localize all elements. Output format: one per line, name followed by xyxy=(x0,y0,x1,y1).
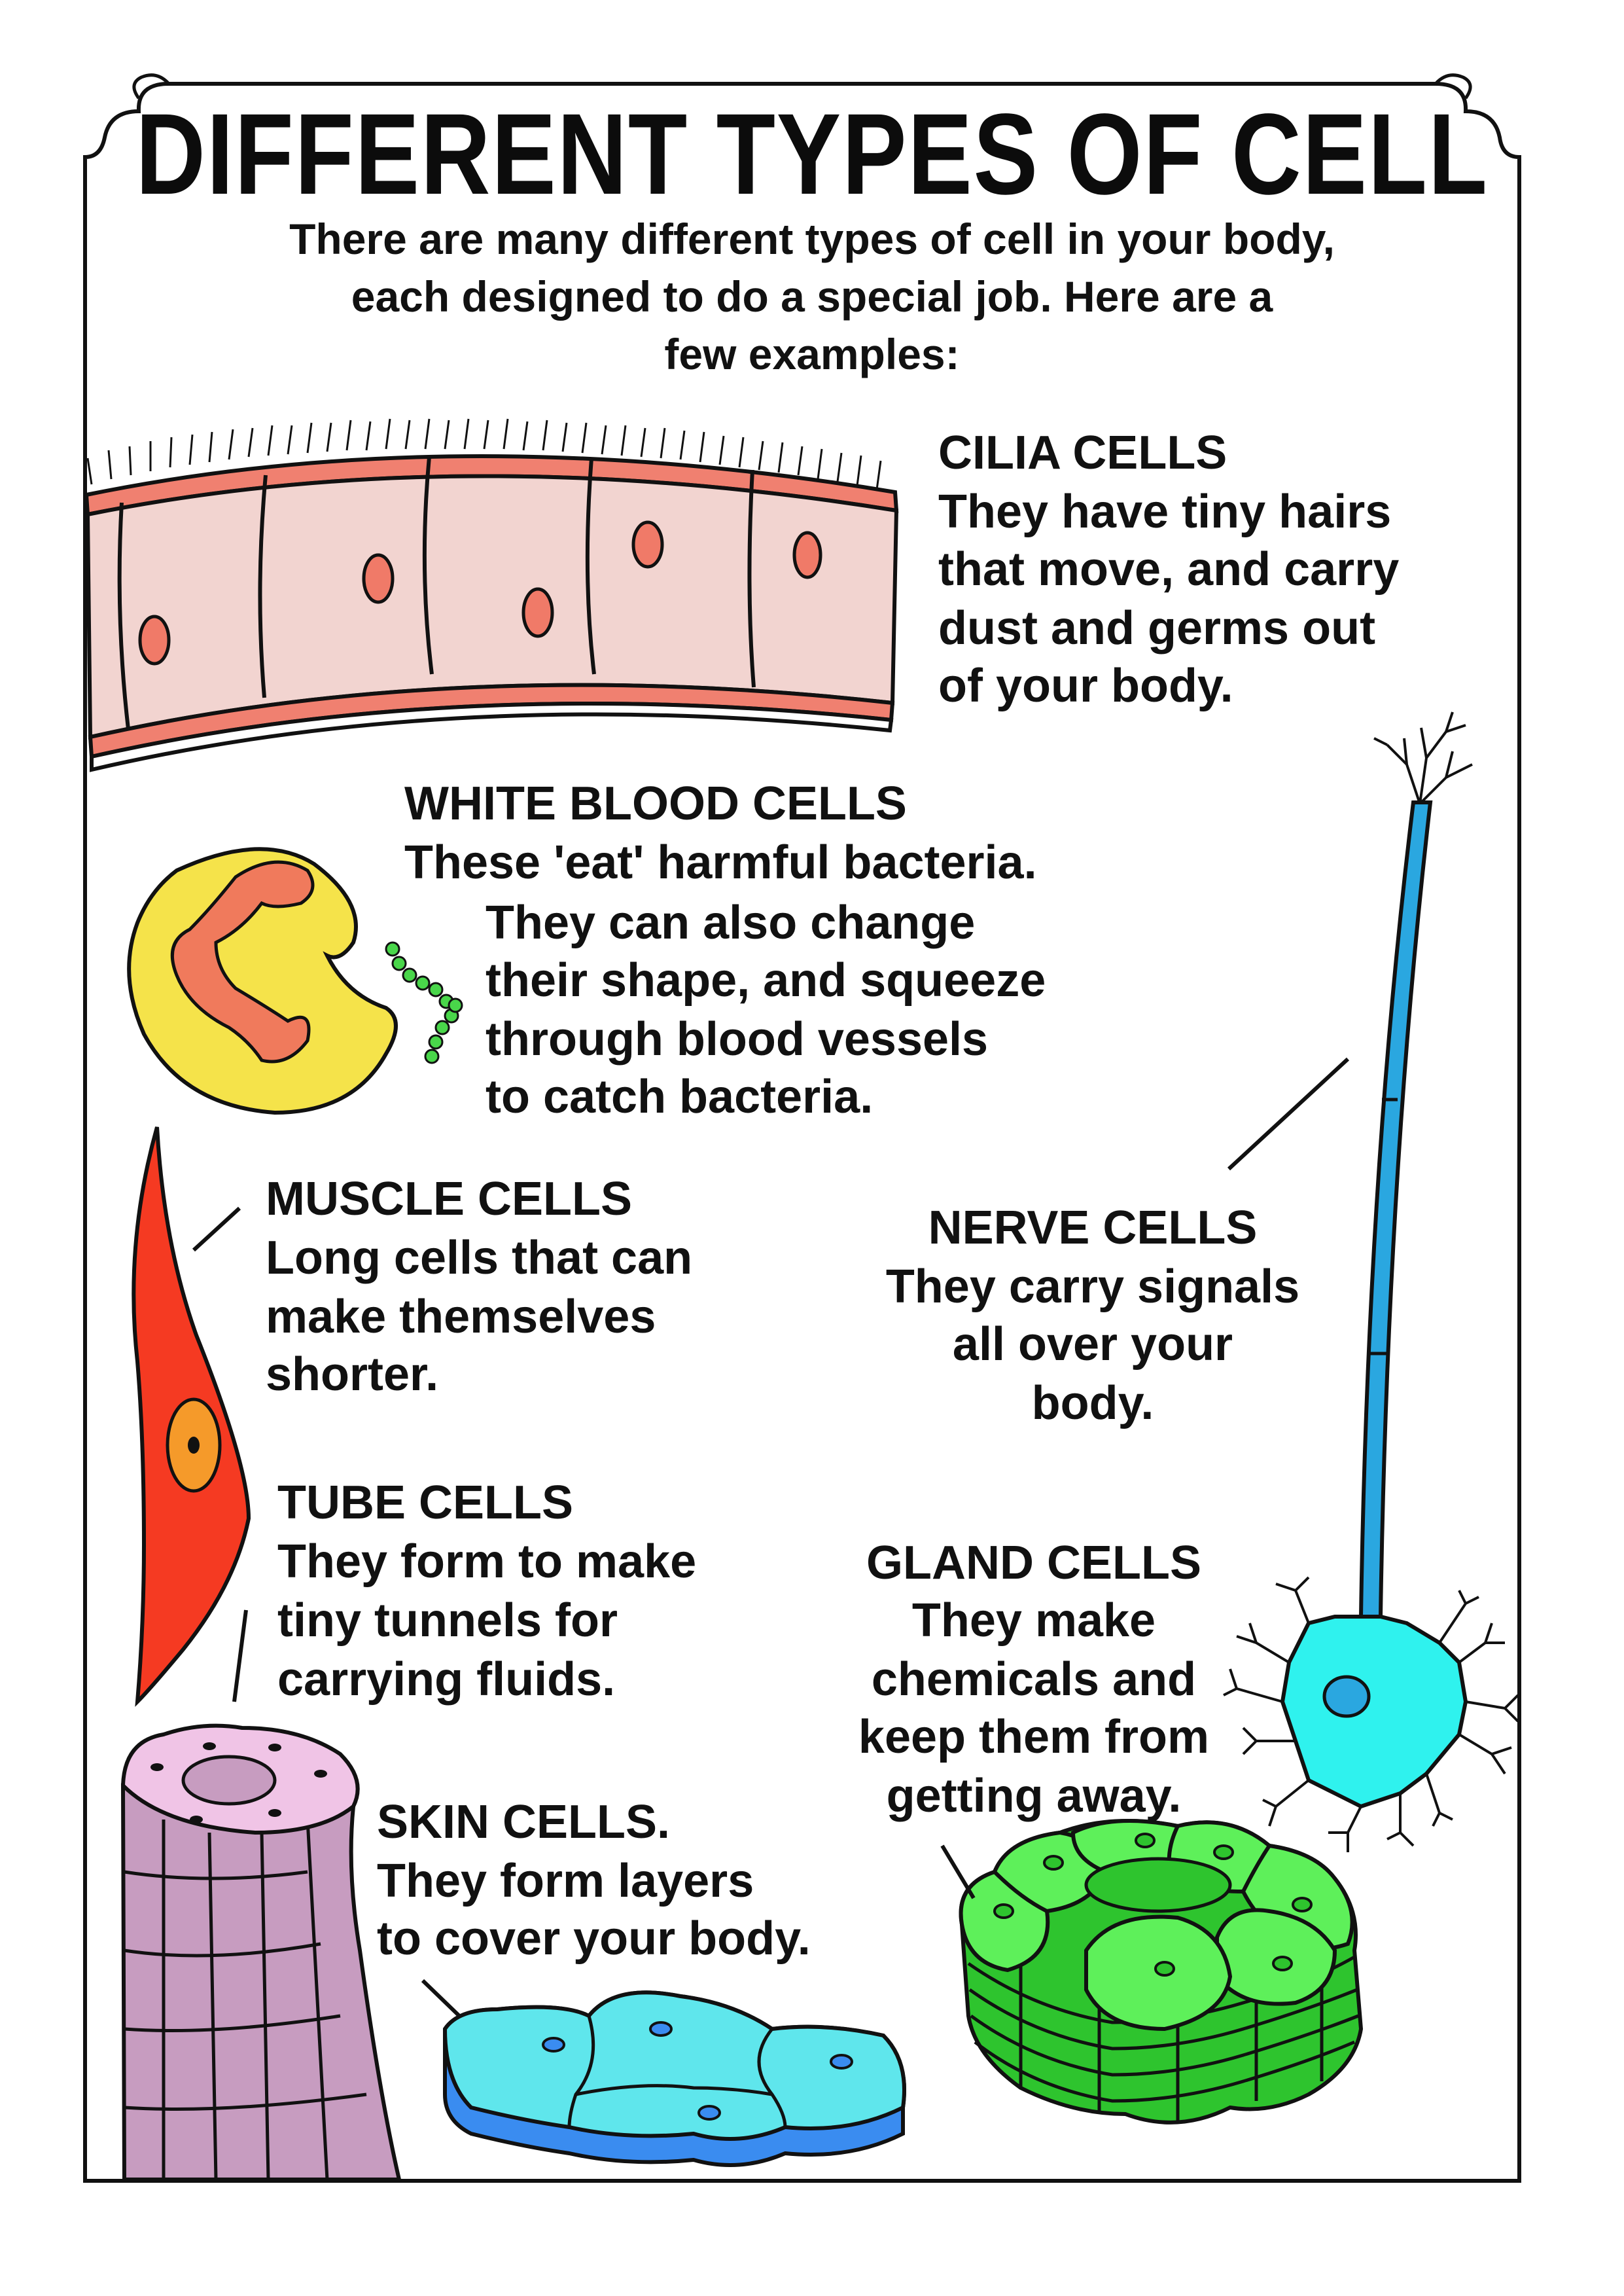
muscle-text-2: make themselves xyxy=(266,1291,656,1343)
nerve-text-3: body. xyxy=(1031,1377,1154,1429)
nerve-text-2: all over your xyxy=(952,1318,1233,1371)
tube-cells-illustration xyxy=(120,1723,402,2181)
cilia-text-2: that move, and carry xyxy=(938,543,1400,596)
nerve-heading: NERVE CELLS xyxy=(928,1202,1258,1254)
cilia-text-3: dust and germs out xyxy=(938,602,1376,655)
gland-text-2: chemicals and xyxy=(871,1653,1197,1706)
intro-line-2: each designed to do a special job. Here … xyxy=(351,272,1273,321)
intro-line-3: few examples: xyxy=(664,330,960,378)
cilia-text-4: of your body. xyxy=(938,660,1233,712)
gland-heading: GLAND CELLS xyxy=(866,1537,1201,1589)
white-blood-cell-illustration xyxy=(127,847,463,1115)
muscle-text-3: shorter. xyxy=(266,1348,439,1401)
nerve-cell-illustration xyxy=(1223,711,1519,1852)
tube-heading: TUBE CELLS xyxy=(277,1477,574,1529)
white-blood-text-4: through blood vessels xyxy=(485,1013,989,1066)
gland-text-4: getting away. xyxy=(886,1770,1182,1822)
tube-text-2: tiny tunnels for xyxy=(277,1594,618,1647)
gland-cells-illustration xyxy=(940,1819,1364,2125)
cilia-text-1: They have tiny hairs xyxy=(938,486,1392,538)
white-blood-text-3: their shape, and squeeze xyxy=(485,954,1046,1007)
white-blood-text-1: These 'eat' harmful bacteria. xyxy=(404,836,1037,889)
white-blood-text-5: to catch bacteria. xyxy=(485,1071,874,1123)
muscle-text-1: Long cells that can xyxy=(266,1232,693,1284)
intro-line-1: There are many different types of cell i… xyxy=(289,215,1335,263)
skin-text-2: to cover your body. xyxy=(377,1912,811,1965)
skin-cells-illustration xyxy=(421,1979,906,2167)
skin-text-1: They form layers xyxy=(377,1855,754,1907)
tube-text-3: carrying fluids. xyxy=(277,1653,616,1706)
muscle-cell-illustration xyxy=(132,1126,251,1707)
white-blood-text-2: They can also change xyxy=(485,897,976,949)
tube-text-1: They form to make xyxy=(277,1535,697,1588)
muscle-heading: MUSCLE CELLS xyxy=(266,1173,633,1225)
gland-text-1: They make xyxy=(911,1594,1156,1647)
gland-text-3: keep them from xyxy=(858,1711,1210,1763)
cilia-heading: CILIA CELLS xyxy=(938,427,1227,479)
skin-heading: SKIN CELLS. xyxy=(377,1796,671,1848)
page-title: DIFFERENT TYPES OF CELL xyxy=(135,90,1489,219)
cilia-cells-illustration xyxy=(84,418,899,772)
white-blood-heading: WHITE BLOOD CELLS xyxy=(404,778,907,830)
nerve-text-1: They carry signals xyxy=(885,1261,1300,1313)
